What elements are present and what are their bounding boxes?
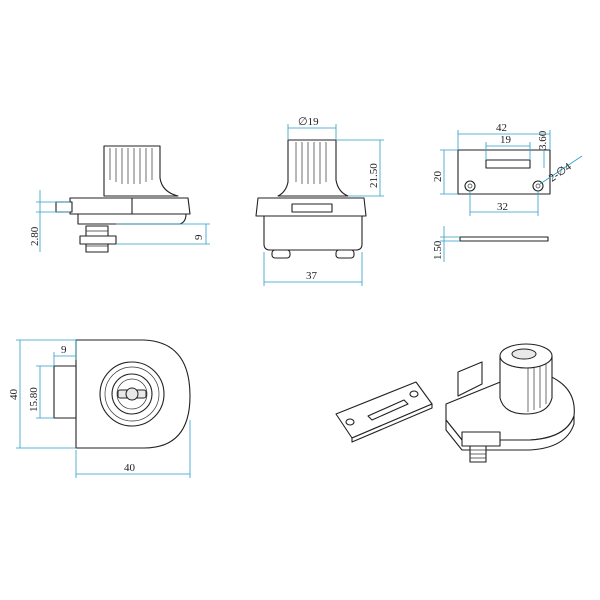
side-dim-offset-label: 2.80 — [29, 226, 41, 246]
iso-lock — [445, 343, 575, 463]
plate-dim-width: 42 — [457, 122, 551, 150]
iso-plate-hole-right — [409, 390, 419, 398]
front-foot-left — [271, 249, 291, 259]
plate-view: 42 19 3.60 20 2-∅4 — [432, 122, 583, 262]
plate-dim-thickness: 1.50 — [432, 226, 460, 262]
plate-dim-height: 20 — [432, 149, 458, 195]
top-view: 9 40 15.80 40 — [8, 339, 191, 478]
iso-keyhole — [511, 348, 537, 360]
side-base — [77, 213, 187, 225]
front-dim-height: 21.50 — [336, 139, 384, 197]
iso-view — [335, 343, 575, 463]
front-knob-ribs — [295, 142, 327, 184]
plate-dim-width-label: 42 — [496, 122, 507, 134]
plate-dim-edge-label: 3.60 — [537, 130, 549, 150]
side-knob — [103, 145, 179, 197]
plate-dim-edge: 3.60 — [537, 130, 549, 168]
plate-dim-thickness-label: 1.50 — [432, 240, 444, 260]
iso-knob-ribs — [527, 360, 547, 412]
top-lip — [53, 365, 77, 419]
plate-edge-view — [459, 236, 549, 242]
side-dim-offset: 2.80 — [29, 190, 70, 252]
iso-stem — [457, 361, 483, 397]
side-stem — [55, 201, 73, 213]
front-dim-height-label: 21.50 — [368, 163, 380, 188]
plate-dim-height-label: 20 — [432, 171, 444, 183]
plate-hole-right — [532, 180, 544, 192]
top-dim-offset: 9 — [53, 340, 77, 366]
plate-dim-slot-label: 19 — [500, 134, 512, 146]
iso-plate — [335, 381, 433, 443]
plate-dim-hole-span: 32 — [469, 190, 539, 216]
plate-dim-slot: 19 — [485, 134, 531, 160]
plate-slot — [485, 159, 531, 169]
front-knob — [277, 139, 349, 197]
iso-plate-hole-left — [345, 418, 355, 426]
side-clamp-plate — [79, 235, 117, 245]
side-dim-gap: 9 — [116, 223, 210, 245]
iso-knob — [499, 355, 553, 415]
top-keyhole-center — [125, 387, 139, 401]
side-dim-gap-label: 9 — [193, 234, 205, 240]
front-dim-diameter-label: ∅19 — [298, 116, 319, 128]
side-knob-ribs — [109, 148, 153, 184]
front-view: ∅19 21.50 37 — [255, 116, 384, 286]
plate-dim-hole-span-label: 32 — [497, 201, 508, 213]
side-body — [69, 197, 191, 215]
front-dim-diameter: ∅19 — [287, 116, 337, 140]
top-dim-lip-label: 15.80 — [28, 387, 40, 412]
iso-clamp — [461, 431, 501, 447]
plate-hole-left — [464, 180, 476, 192]
top-dim-offset-label: 9 — [61, 344, 67, 356]
front-foot-right — [335, 249, 355, 259]
top-dim-width: 40 — [75, 420, 191, 478]
front-dim-width-label: 37 — [306, 270, 318, 282]
top-dim-height: 40 — [8, 339, 76, 449]
top-dim-lip: 15.80 — [28, 365, 54, 419]
front-base — [263, 215, 363, 251]
top-dim-height-label: 40 — [8, 389, 20, 401]
side-view: 2.80 9 — [29, 145, 210, 253]
iso-plate-slot — [367, 399, 409, 421]
front-dim-width: 37 — [263, 252, 363, 286]
top-knob-ring — [104, 366, 160, 422]
top-dim-width-label: 40 — [124, 462, 136, 474]
front-slot — [291, 203, 333, 213]
